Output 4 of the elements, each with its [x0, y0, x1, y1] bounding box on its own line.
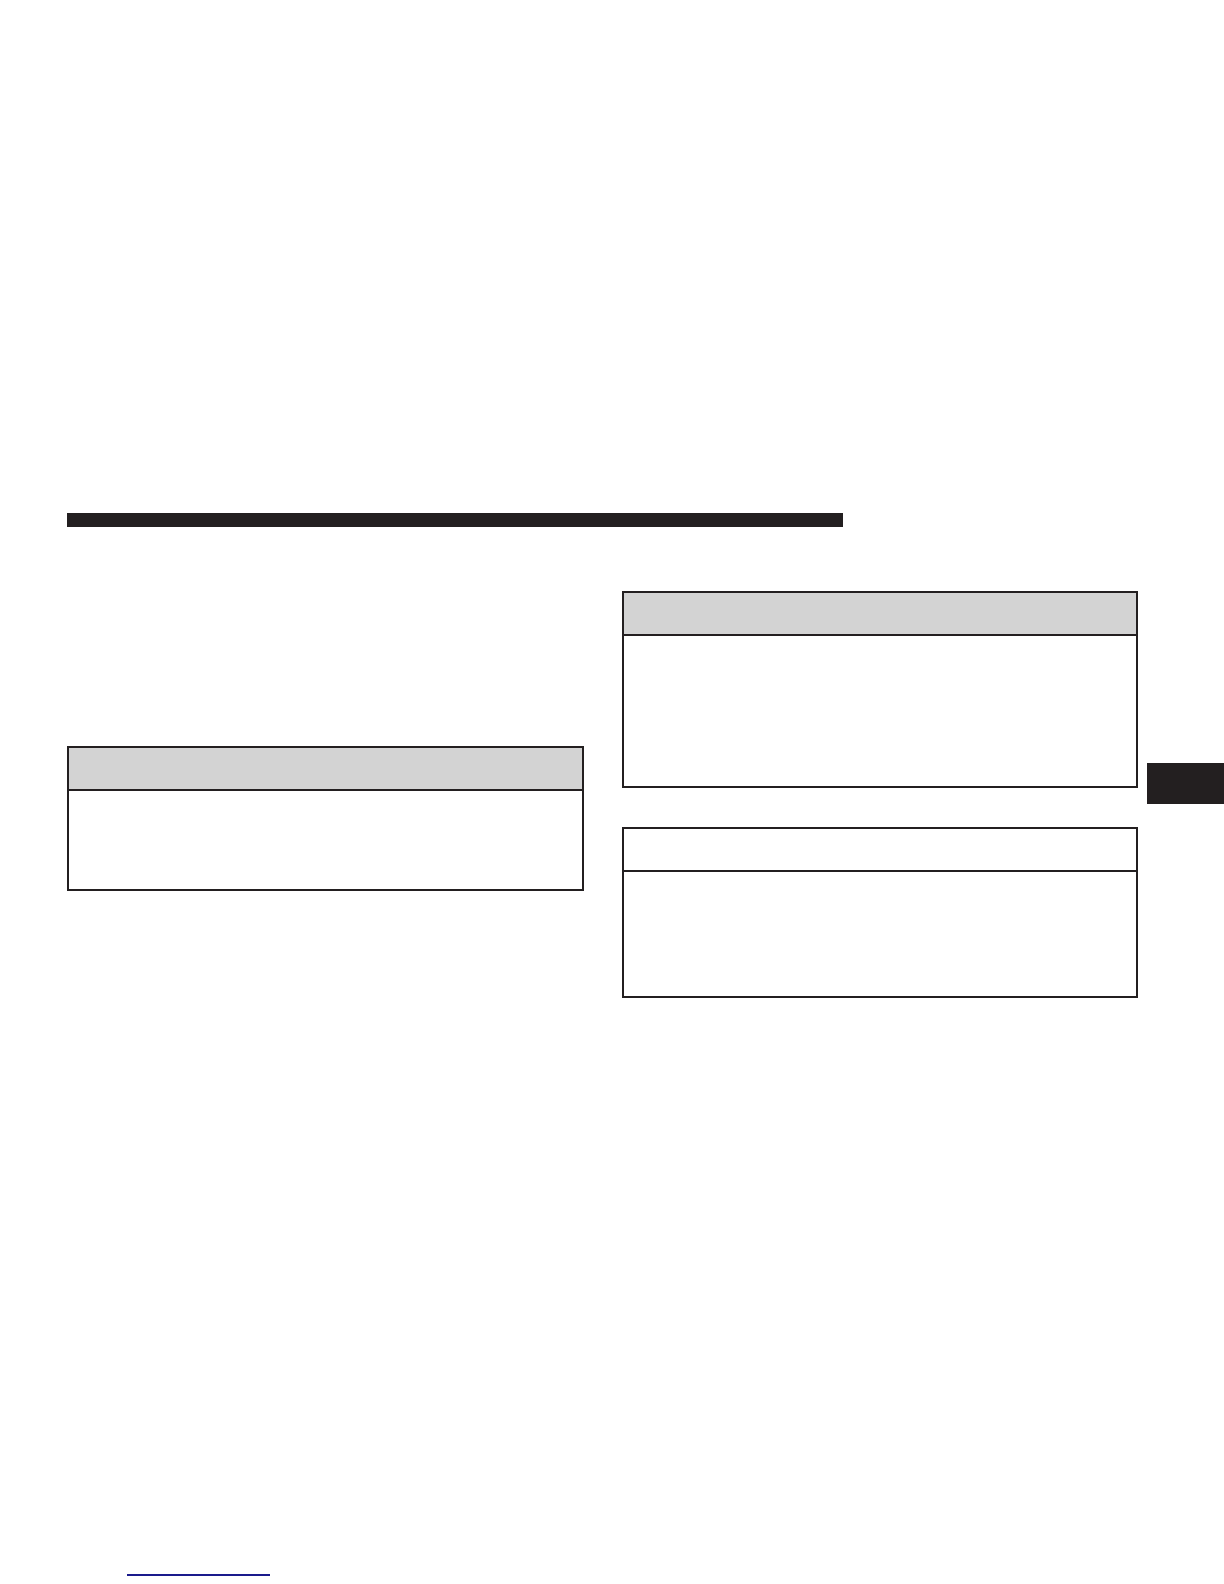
notice-box: [622, 827, 1138, 998]
section-tab: [1147, 763, 1224, 804]
notice-box: [67, 746, 584, 891]
notice-box: [622, 591, 1138, 788]
